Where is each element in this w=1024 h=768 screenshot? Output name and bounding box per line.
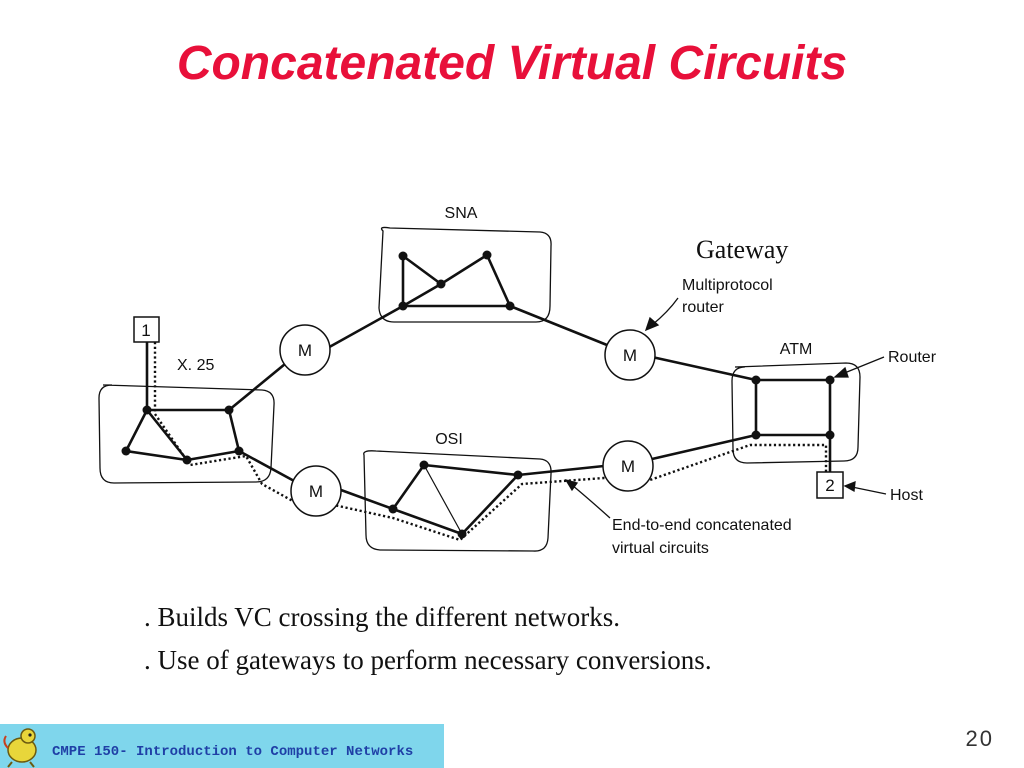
osi-label: OSI xyxy=(435,431,463,448)
gateway-m-top-left xyxy=(279,324,331,376)
end-to-end-vc-path xyxy=(153,342,828,542)
x25-network-box xyxy=(98,384,275,484)
router-annotation: Router xyxy=(888,349,937,366)
gateway-label: M xyxy=(298,341,312,360)
slide-title: Concatenated Virtual Circuits xyxy=(176,37,848,90)
bullet-1: . Builds VC crossing the different netwo… xyxy=(144,602,620,632)
bullet-2: . Use of gateways to perform necessary c… xyxy=(144,645,712,675)
host-2-label: 2 xyxy=(825,476,834,495)
mascot-logo-icon xyxy=(0,724,48,768)
footer-course-title: CMPE 150- Introduction to Computer Netwo… xyxy=(52,744,414,760)
sna-label: SNA xyxy=(445,205,478,222)
osi-network-box xyxy=(363,450,552,552)
gateway-label: M xyxy=(309,482,323,501)
gateway-m-bottom-left xyxy=(290,465,342,517)
network-nodes xyxy=(121,250,835,539)
gateway-annotation: Gateway xyxy=(696,235,788,264)
host-2-box xyxy=(816,471,844,499)
gateway-label: M xyxy=(621,457,635,476)
multiprotocol-router-annotation: Multiprotocol xyxy=(682,277,773,294)
e2e-vc-annotation: End-to-end concatenated xyxy=(612,517,792,534)
host-1-label: 1 xyxy=(141,321,150,340)
gateway-label: M xyxy=(623,346,637,365)
host-annotation: Host xyxy=(890,487,923,504)
x25-label: X. 25 xyxy=(177,357,214,374)
footer-bar xyxy=(0,724,444,768)
host-1-box xyxy=(133,316,160,343)
e2e-vc-annotation: virtual circuits xyxy=(612,540,709,557)
multiprotocol-router-annotation: router xyxy=(682,299,724,316)
atm-label: ATM xyxy=(780,341,813,358)
page-number: 20 xyxy=(965,726,994,751)
gateway-m-top-right xyxy=(604,329,656,381)
sna-network-box xyxy=(378,226,552,323)
gateway-m-bottom-right xyxy=(602,440,654,492)
